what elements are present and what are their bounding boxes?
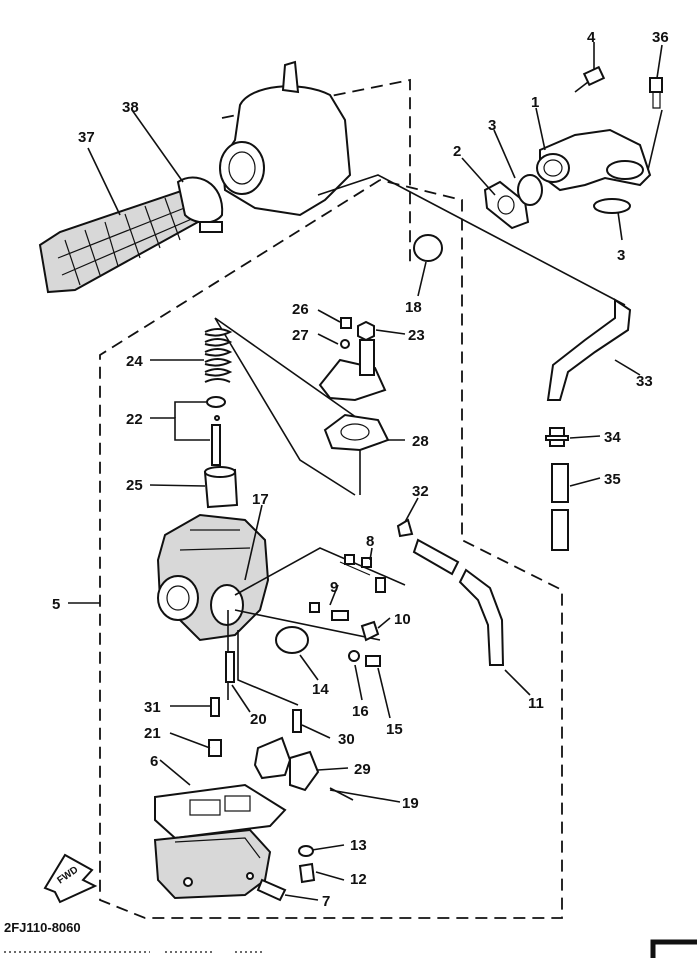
part-35-tube: [551, 463, 569, 551]
callout-26: 26: [292, 301, 309, 318]
part-13-washer: [298, 845, 314, 857]
part-7-bolt: [256, 878, 287, 902]
part-18-disk: [413, 234, 443, 262]
part-6-gasket: [154, 783, 287, 840]
callout-10: 10: [394, 611, 411, 628]
callout-11: 11: [528, 695, 544, 712]
part-9-screws: [309, 602, 349, 621]
part-29-float: [253, 736, 320, 792]
callout-6: 6: [150, 753, 158, 770]
part-27-washer: [340, 339, 350, 349]
leader-lines: [68, 42, 663, 901]
callout-20: 20: [250, 711, 267, 728]
part-10-plug: [360, 620, 380, 642]
part-34-fitting: [545, 427, 569, 447]
corner-bracket: [650, 939, 697, 958]
callout-5: 5: [52, 596, 60, 613]
callout-34: 34: [604, 429, 621, 446]
drawing-code: 2FJ110-8060: [4, 920, 81, 935]
part-24-spring: [204, 328, 233, 383]
part-38-clamp: [176, 176, 224, 233]
part-20-jet: [225, 651, 235, 683]
callout-4: 4: [587, 29, 596, 46]
callout-1: 1: [531, 94, 539, 111]
callout-7: 7: [322, 893, 330, 910]
callout-18: 18: [405, 299, 422, 316]
callout-24: 24: [126, 353, 143, 370]
part-36-bolt: [649, 77, 663, 109]
part-4-bolt: [574, 65, 606, 93]
callout-3-upper: 3: [488, 117, 496, 134]
part-33-tube: [546, 298, 632, 401]
part-28-plate-gasket: [318, 339, 390, 452]
callout-12: 12: [350, 871, 367, 888]
part-12-plug: [298, 862, 316, 884]
callout-33: 33: [636, 373, 653, 390]
fwd-arrow-icon: [43, 853, 98, 904]
callout-17: 17: [252, 491, 269, 508]
part-32-clip: [396, 518, 414, 538]
callout-28: 28: [412, 433, 429, 450]
part-3-oring-lower: [593, 198, 631, 214]
part-2-gasket: [483, 180, 530, 230]
callout-29: 29: [354, 761, 371, 778]
vent-hose-line: [317, 174, 626, 306]
callout-19: 19: [402, 795, 419, 812]
callout-30: 30: [338, 731, 355, 748]
part-14-cap: [275, 626, 309, 654]
part-26-screw: [340, 317, 352, 329]
callout-36: 36: [652, 29, 669, 46]
callout-16: 16: [352, 703, 369, 720]
part-21-jet: [208, 739, 222, 757]
callout-3-lower: 3: [617, 247, 625, 264]
body-side-line: [227, 547, 406, 706]
callout-27: 27: [292, 327, 309, 344]
callout-15: 15: [386, 721, 403, 738]
outline-24-28: [214, 317, 361, 496]
part-5-carburetor-body: [156, 513, 270, 642]
part-3-oring: [517, 174, 543, 206]
callout-37: 37: [78, 129, 95, 146]
assembly-outline-5: [99, 179, 563, 919]
callout-23: 23: [408, 327, 425, 344]
float-bowl: [153, 828, 272, 900]
part-37-air-hose: [38, 186, 200, 294]
part-23-nut: [357, 320, 375, 342]
part-11-hose: [412, 538, 505, 666]
part-30-jet: [292, 709, 302, 733]
callout-2: 2: [453, 143, 461, 160]
callout-31: 31: [144, 699, 161, 716]
part-8-screws: [339, 554, 386, 593]
part-16-washer: [348, 650, 360, 662]
part-22-needle: [206, 396, 226, 466]
callout-21: 21: [144, 725, 161, 742]
callout-13: 13: [350, 837, 367, 854]
carburetor-top-cover: [219, 60, 352, 217]
part-25-slide: [203, 466, 239, 509]
part-15-screw: [365, 655, 381, 667]
callout-22: 22: [126, 411, 143, 428]
callout-32: 32: [412, 483, 429, 500]
callout-25: 25: [126, 477, 143, 494]
callout-35: 35: [604, 471, 621, 488]
callout-8: 8: [366, 533, 374, 550]
callout-9: 9: [330, 579, 338, 596]
part-1-intake-manifold: [536, 128, 652, 192]
callout-14: 14: [312, 681, 329, 698]
part-31-jet: [210, 697, 220, 717]
callout-38: 38: [122, 99, 139, 116]
